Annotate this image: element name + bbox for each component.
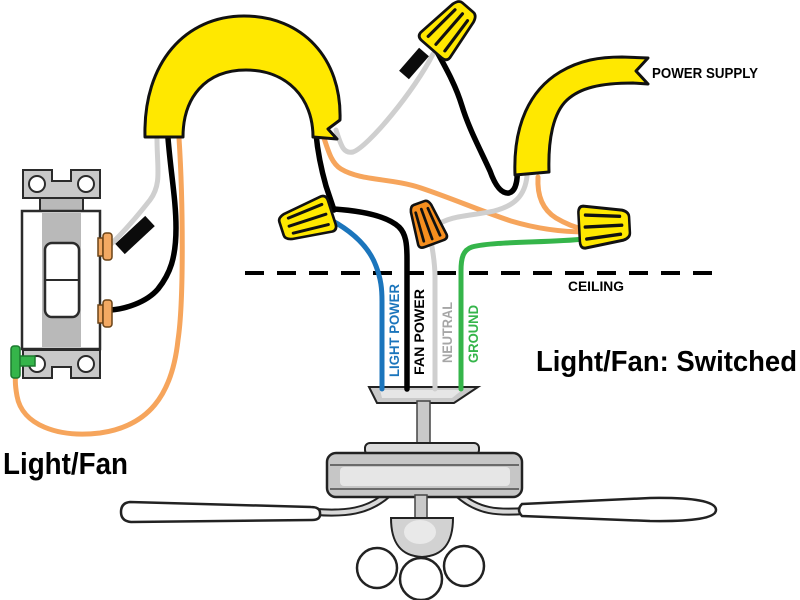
- fan-canopy-highlight: [380, 390, 462, 398]
- switch-hot-return-wire: [108, 135, 179, 313]
- black-tape-mark-switch: [115, 215, 155, 255]
- ceiling-boundary: CEILING: [245, 271, 718, 294]
- light-globe-left: [355, 546, 399, 590]
- ground-wire-label: GROUND: [465, 305, 481, 363]
- switch-terminals: [10, 232, 113, 379]
- wire-nut-ribs: [583, 213, 624, 241]
- wall-switch: [20, 169, 102, 379]
- power-ground-wire: [535, 174, 589, 233]
- wire-nut-top: [417, 0, 477, 62]
- light-kit-bowl-highlight: [404, 520, 436, 544]
- right-blade-arm-fill: [456, 492, 527, 514]
- marked-white-wire: [333, 51, 436, 155]
- wire-nut-ribs: [286, 202, 330, 235]
- ground-screw-bar: [18, 355, 36, 367]
- wire-nut-ribs: [414, 206, 442, 243]
- neutral-wire: [428, 238, 438, 392]
- wire-nut-neutral: [409, 199, 449, 249]
- power-hot-wire: [433, 47, 521, 196]
- ceiling-label: CEILING: [568, 279, 624, 294]
- wire-nut-ribs: [426, 8, 470, 53]
- switch-caption: Light/Fan: [3, 446, 128, 481]
- light-kit-stem: [414, 494, 428, 520]
- right-fan-blade: [517, 496, 718, 523]
- light-power-wire: [328, 217, 385, 392]
- top-terminal-screw: [102, 232, 113, 261]
- fan-power-wire: [331, 206, 410, 392]
- wire-nut-body: [277, 194, 338, 241]
- light-globe-middle: [398, 556, 444, 600]
- switch-ground-wire: [12, 135, 185, 437]
- left-fan-blade: [119, 500, 322, 524]
- power-supply-cable-sheath: [513, 55, 650, 177]
- power-neutral-wire: [433, 173, 530, 229]
- left-blade-arm-fill: [314, 492, 390, 515]
- power-supply-label: POWER SUPPLY: [652, 65, 758, 82]
- fan-power-wire-label: FAN POWER: [411, 289, 427, 375]
- wires: [12, 47, 589, 437]
- black-tape-mark-ceiling: [399, 47, 429, 80]
- wire-nut-left: [277, 194, 338, 241]
- fan-downrod: [416, 400, 431, 449]
- ceiling-fan: [119, 386, 718, 600]
- switch-marked-hot-wire: [106, 135, 161, 249]
- ground-wire: [458, 236, 588, 392]
- switch-top-screw-hole-left: [28, 175, 46, 193]
- light-power-wire-label: LIGHT POWER: [386, 284, 402, 377]
- mode-caption: Light/Fan: Switched: [536, 346, 797, 378]
- ground-sweep-wire: [319, 129, 589, 235]
- wire-nut-body: [409, 199, 449, 249]
- wire-nut-right: [577, 204, 632, 250]
- switched-hot-wire: [313, 131, 337, 213]
- bottom-terminal-screw: [102, 299, 113, 328]
- switch-bottom-screw-hole-right: [77, 355, 95, 373]
- neutral-wire-label: NEUTRAL: [439, 302, 455, 363]
- fan-motor-highlight: [340, 467, 510, 486]
- switch-cable-sheath: [143, 14, 342, 141]
- wire-nut-body: [417, 0, 477, 62]
- ground-screw: [10, 345, 21, 379]
- light-globe-right: [442, 544, 486, 588]
- switch-top-screw-hole-right: [77, 175, 95, 193]
